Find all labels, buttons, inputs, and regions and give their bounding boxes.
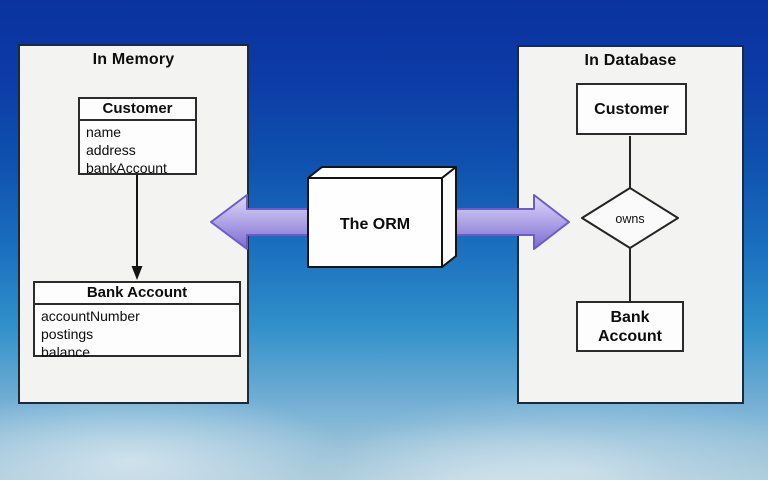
bank-account-entity-box: Bank Account [576, 301, 684, 352]
class-attribute: address [86, 142, 136, 158]
bank-account-class-attributes: accountNumber postings balance [35, 305, 239, 361]
in-database-title: In Database [584, 52, 677, 69]
bank-account-class-box: Bank Account accountNumber postings bala… [33, 281, 241, 360]
in-memory-panel: In Memory Customer name address bankAcco… [18, 44, 249, 404]
bank-account-class-name: Bank Account [35, 283, 239, 305]
customer-entity-box: Customer [576, 83, 687, 135]
class-attribute: name [86, 124, 122, 140]
class-attribute: balance [41, 344, 91, 360]
class-attribute: postings [41, 326, 94, 342]
customer-class-box: Customer name address bankAccount [78, 97, 197, 177]
customer-class-name: Customer [80, 99, 195, 121]
in-memory-title: In Memory [92, 51, 175, 68]
customer-class-attributes: name address bankAccount [80, 121, 195, 177]
class-attribute: bankAccount [86, 160, 167, 176]
class-attribute: accountNumber [41, 308, 140, 324]
in-database-panel: In Database Customer Bank Account [517, 45, 744, 404]
